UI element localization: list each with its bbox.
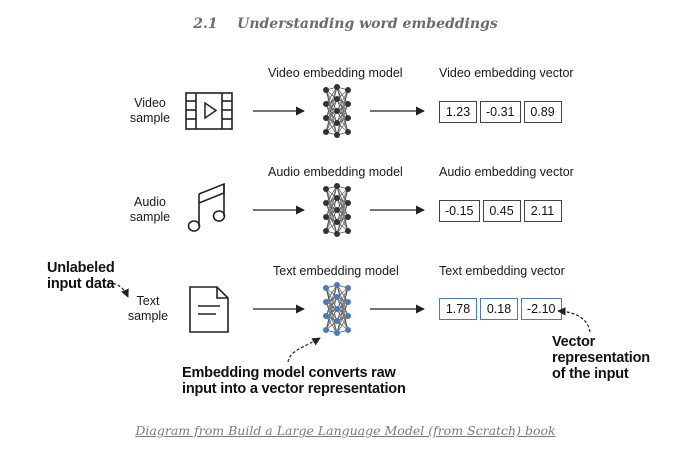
vector-cell: 0.45: [482, 200, 521, 222]
network-node: [323, 214, 329, 220]
network-node: [345, 87, 351, 93]
document-icon: [189, 286, 229, 333]
network-node: [345, 200, 351, 206]
network-node: [345, 214, 351, 220]
music-note-icon: [187, 182, 226, 232]
vector-cell: 2.11: [523, 200, 562, 222]
vector-cell: 1.78: [439, 298, 477, 320]
network-node: [345, 299, 351, 305]
network-node: [323, 186, 329, 192]
audio-sample-line1: Audio: [134, 195, 166, 209]
network-node: [323, 101, 329, 107]
text-sample-line1: Text: [136, 294, 160, 308]
audio-sample-line2: sample: [129, 210, 171, 224]
network-node: [334, 282, 340, 288]
neural-network-icon: [323, 84, 351, 138]
network-node: [345, 101, 351, 107]
network-node: [345, 115, 351, 121]
network-node: [323, 313, 329, 319]
network-node: [334, 330, 340, 336]
video-vector-label: Video embedding vector: [439, 66, 574, 80]
audio-vector-label: Audio embedding vector: [439, 165, 574, 179]
section-heading: 2.1 Understanding word embeddings: [193, 16, 498, 32]
network-node: [334, 108, 340, 114]
text-vector-label: Text embedding vector: [439, 264, 565, 278]
network-node: [334, 120, 340, 126]
network-node: [334, 219, 340, 225]
text-model-label: Text embedding model: [273, 264, 399, 278]
network-node: [323, 200, 329, 206]
audio-sample-label: Audio sample: [115, 195, 185, 225]
network-node: [323, 327, 329, 333]
network-node: [334, 207, 340, 213]
figure-caption[interactable]: Diagram from Build a Large Language Mode…: [135, 423, 556, 438]
model-callout-arrow: [287, 337, 321, 363]
network-node: [334, 96, 340, 102]
model-callout-line2: input into a vector representation: [182, 381, 406, 397]
vector-cell: 0.18: [480, 298, 518, 320]
network-node: [345, 228, 351, 234]
network-node: [334, 195, 340, 201]
network-node: [345, 186, 351, 192]
network-node: [323, 285, 329, 291]
network-node: [334, 294, 340, 300]
network-node: [323, 87, 329, 93]
unlabeled-callout-line1: Unlabeled: [47, 260, 115, 276]
vector-cell: 1.23: [439, 101, 477, 123]
text-embedding-vector: 1.78 0.18 -2.10: [439, 298, 562, 320]
network-node: [323, 129, 329, 135]
video-embedding-vector: 1.23 -0.31 0.89: [439, 101, 562, 123]
vector-representation-callout: Vector representation of the input: [552, 334, 691, 382]
audio-model-label: Audio embedding model: [268, 165, 403, 179]
network-node: [334, 132, 340, 138]
audio-embedding-vector: -0.15 0.45 2.11: [439, 200, 562, 222]
video-sample-line2: sample: [129, 111, 171, 125]
text-sample-label: Text sample: [113, 294, 183, 324]
network-node: [334, 318, 340, 324]
network-node: [334, 231, 340, 237]
vector-callout-line2: of the input: [552, 366, 629, 382]
embedding-model-callout: Embedding model converts raw input into …: [182, 365, 406, 397]
model-callout-line1: Embedding model converts raw: [182, 365, 396, 381]
network-node: [323, 115, 329, 121]
neural-network-icon: [323, 183, 351, 237]
video-sample-label: Video sample: [115, 96, 185, 126]
network-node: [345, 285, 351, 291]
network-node: [334, 306, 340, 312]
network-node: [345, 327, 351, 333]
vector-cell: -0.31: [480, 101, 521, 123]
network-node: [334, 84, 340, 90]
video-model-label: Video embedding model: [268, 66, 403, 80]
network-node: [345, 313, 351, 319]
film-icon: [185, 92, 233, 130]
network-node: [334, 183, 340, 189]
text-sample-line2: sample: [127, 309, 169, 323]
unlabeled-callout-line2: input data: [47, 276, 115, 292]
unlabeled-callout-arrow: [107, 282, 129, 298]
network-node: [323, 228, 329, 234]
network-node: [345, 129, 351, 135]
video-sample-line1: Video: [134, 96, 166, 110]
vector-cell: -0.15: [439, 200, 480, 222]
neural-network-icon: [323, 282, 351, 336]
vector-callout-arrow: [557, 307, 591, 333]
vector-callout-line1: Vector representation: [552, 334, 650, 366]
vector-cell: 0.89: [523, 101, 562, 123]
unlabeled-input-callout: Unlabeled input data: [47, 260, 115, 292]
network-node: [323, 299, 329, 305]
